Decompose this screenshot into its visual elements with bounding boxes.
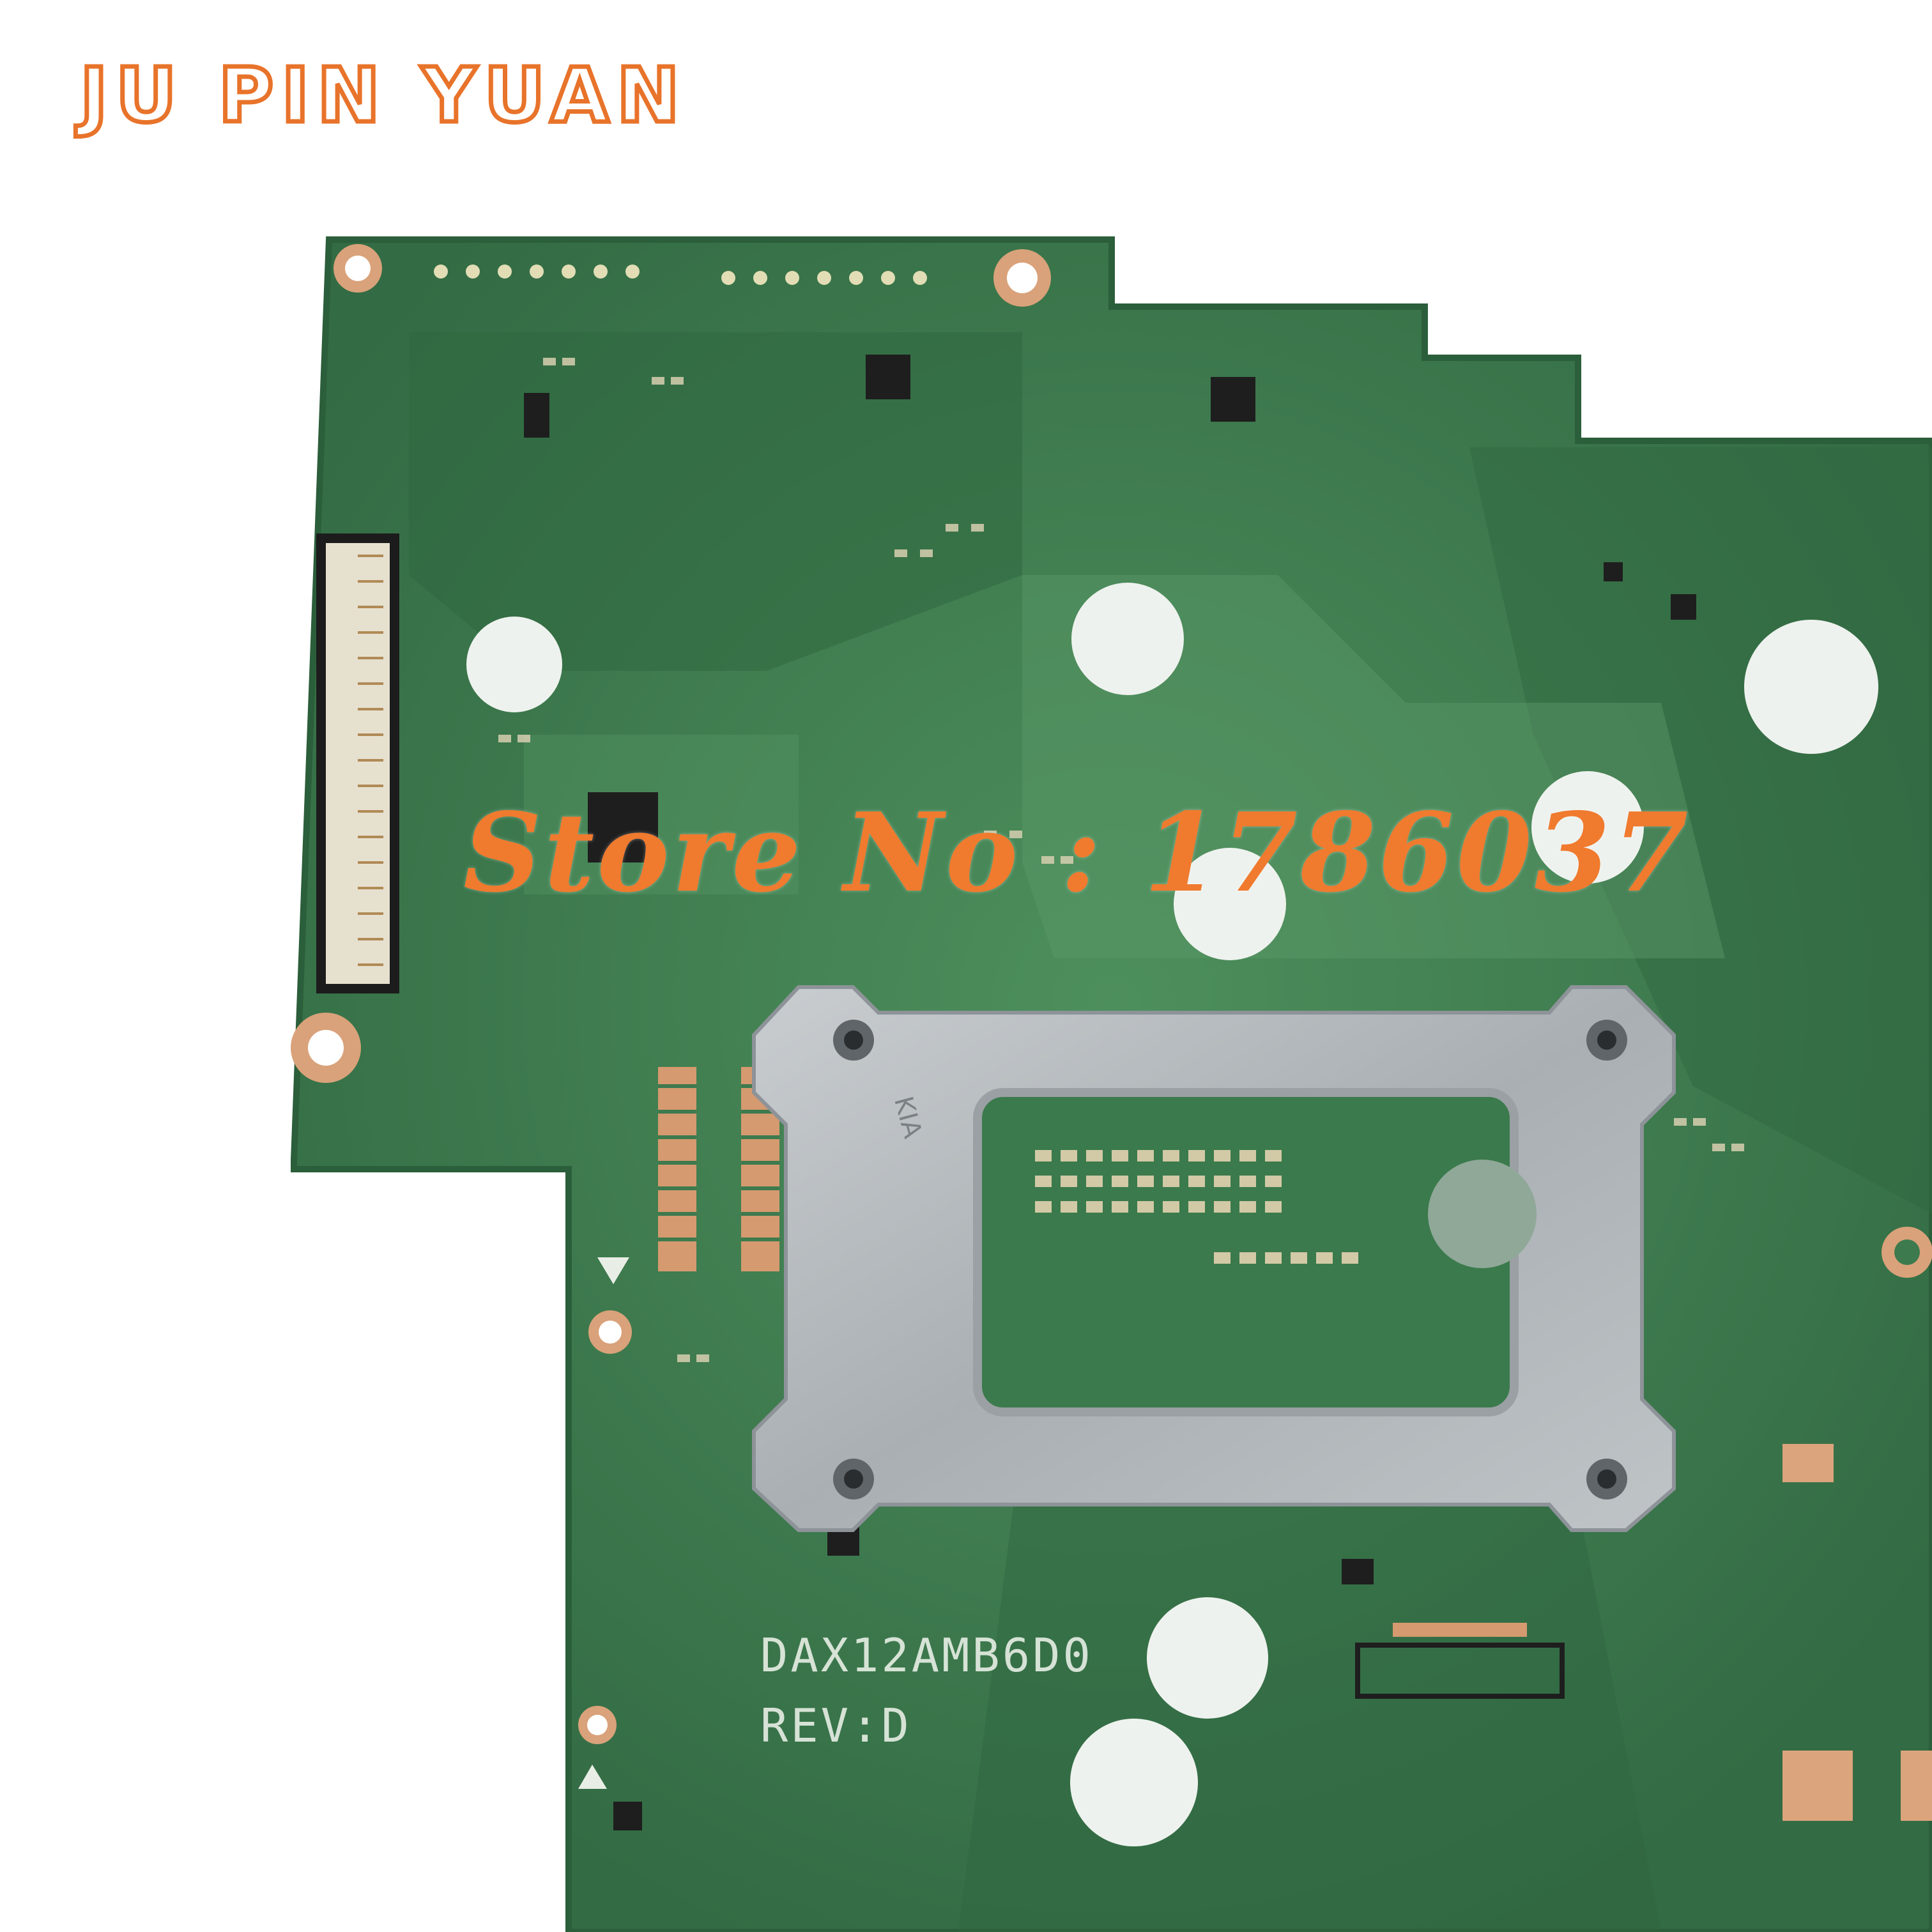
store-watermark: Store No : 1786037: [463, 789, 1691, 917]
fpc-connector: [316, 533, 399, 993]
edge-pads: [434, 264, 927, 285]
board-revision-label: REV:D: [760, 1699, 912, 1752]
inductor-pads: [1782, 1444, 1932, 1821]
board-model-label: DAX12AMB6D0: [760, 1629, 1093, 1682]
mounting-holes: [291, 244, 1932, 1744]
silkscreen-arrows: [578, 1257, 629, 1789]
white-dots: [466, 583, 1878, 1846]
small-connector: [1355, 1623, 1565, 1699]
chips: [524, 355, 1696, 1830]
connector-pad-gaps: [658, 1084, 779, 1241]
brand-logo-text: JU PIN YUAN: [78, 51, 687, 139]
cpu-capacitors: [1035, 1150, 1358, 1264]
trace-region: [409, 332, 1022, 671]
